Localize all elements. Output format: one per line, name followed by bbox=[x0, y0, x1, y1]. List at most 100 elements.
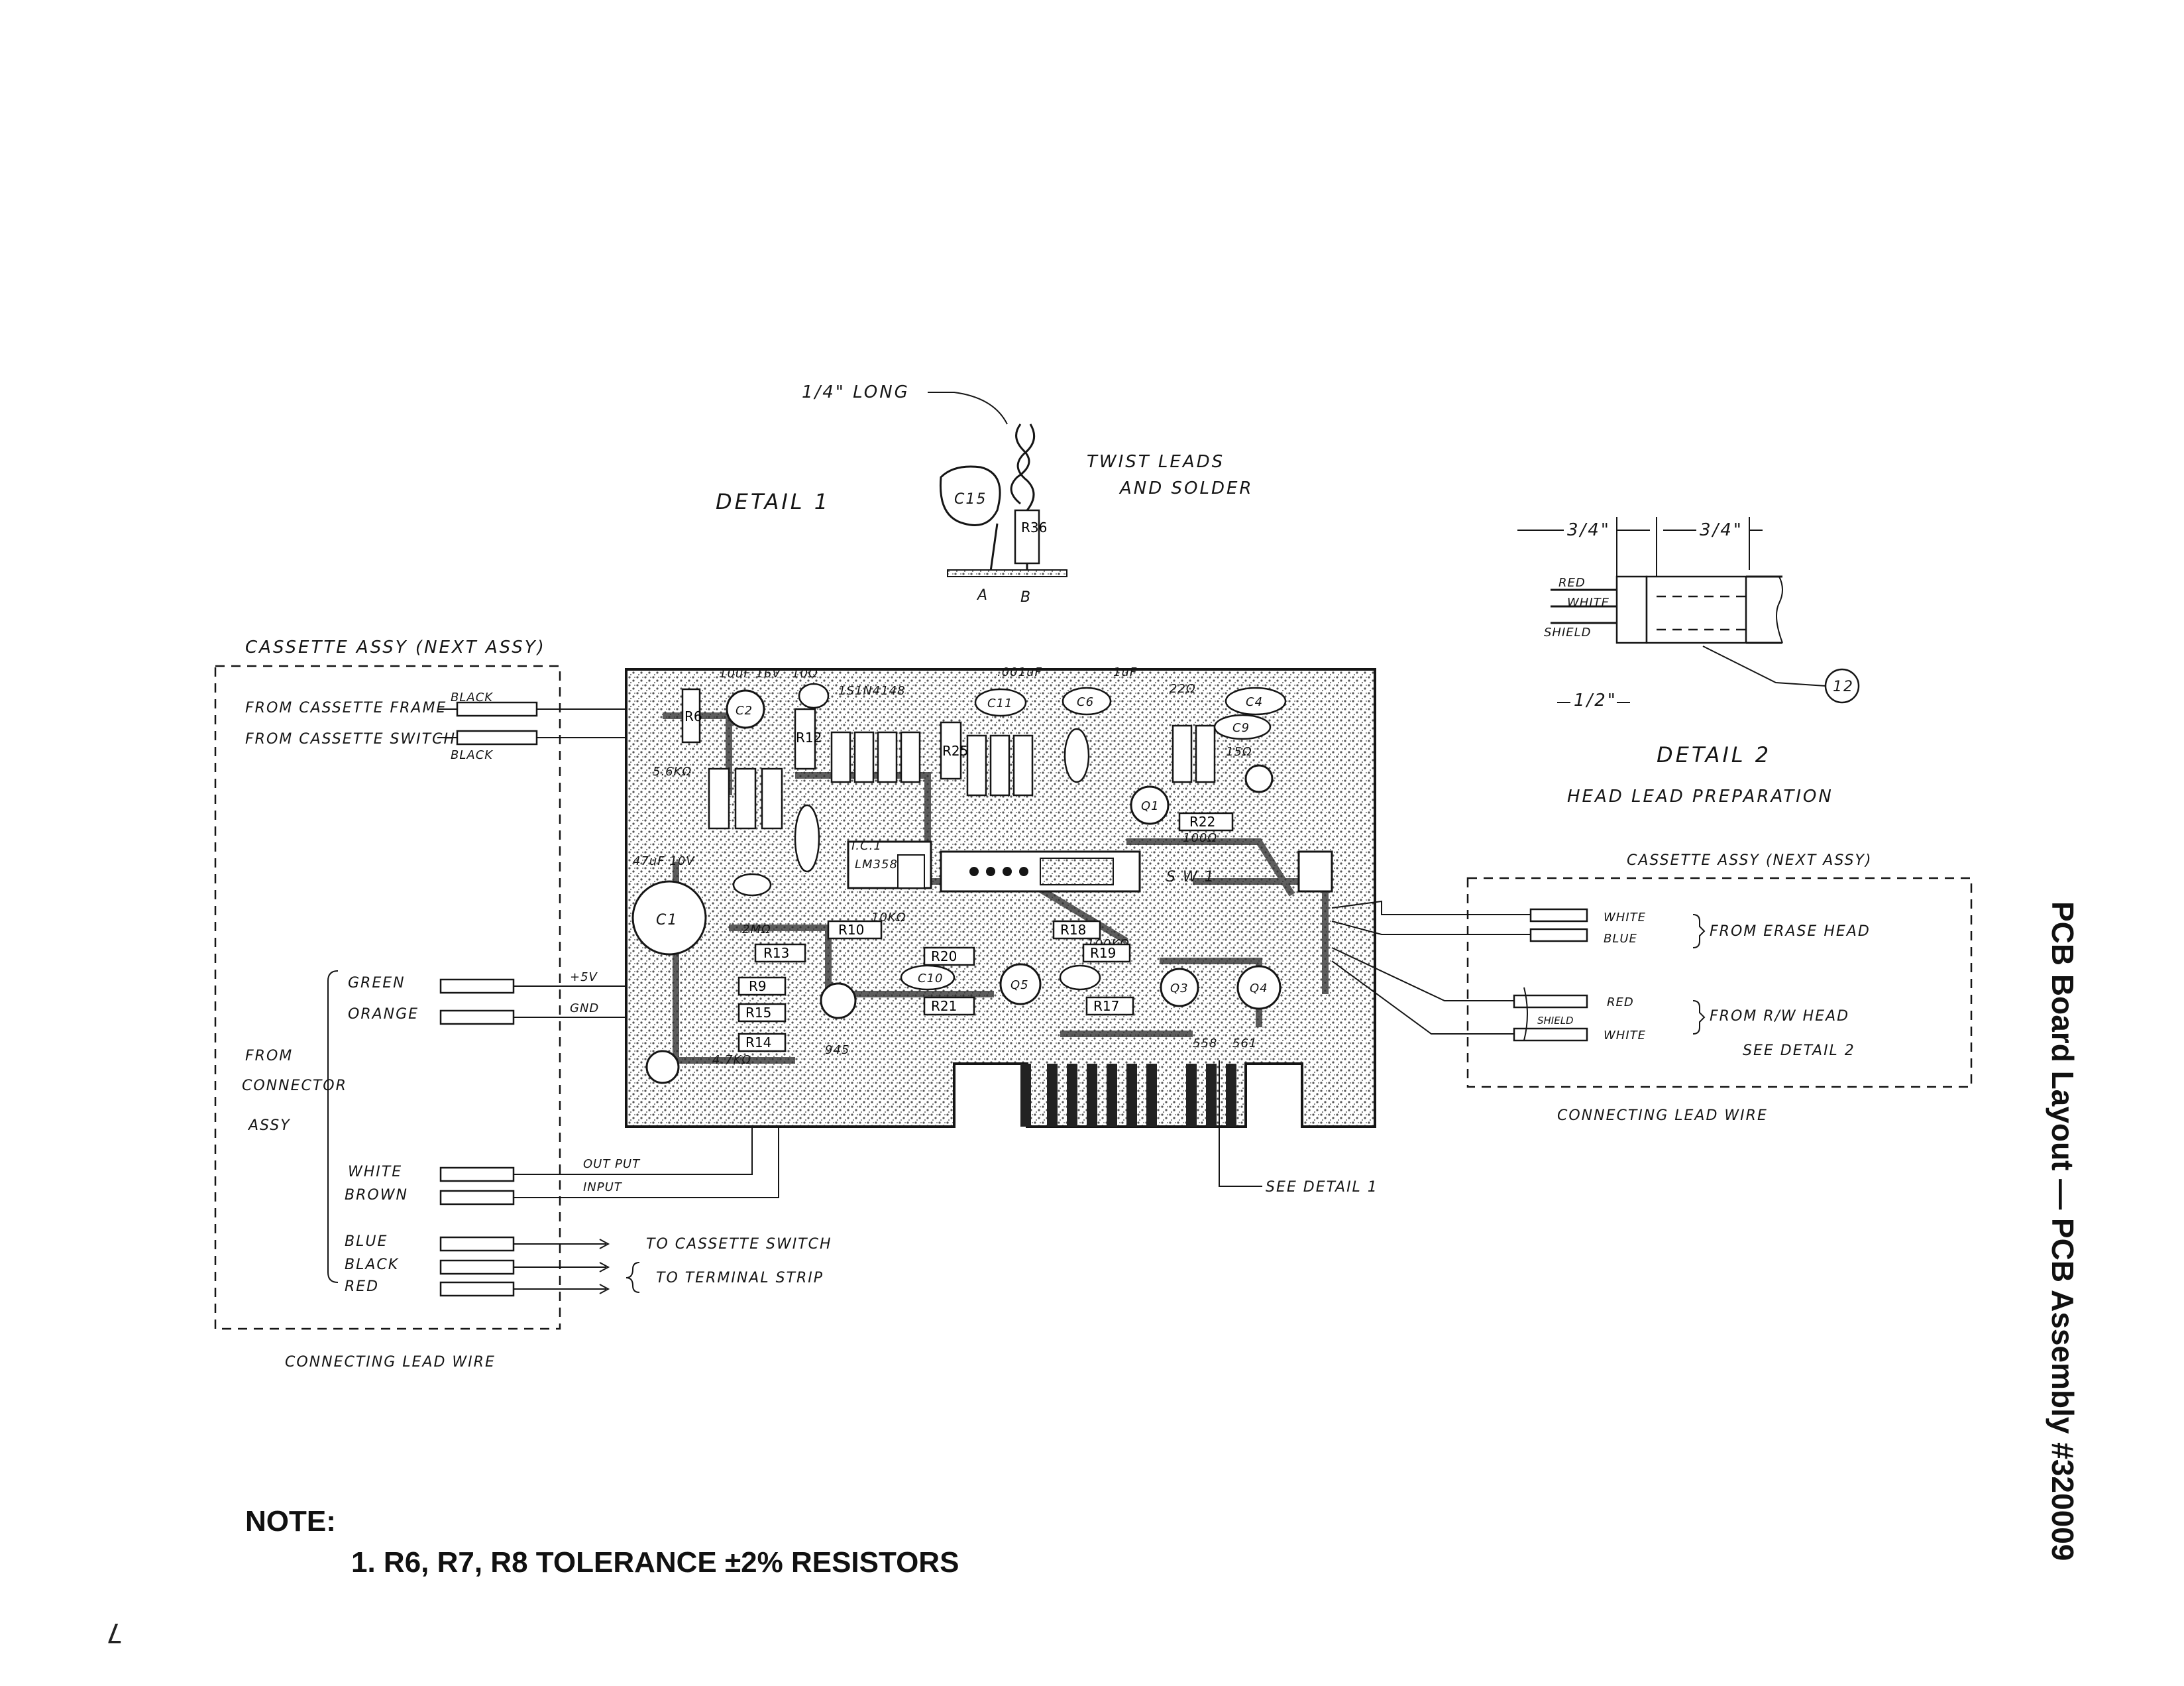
capacitor-c9 bbox=[1213, 714, 1272, 740]
switch-label: FROM CASSETTE SWITCH bbox=[245, 731, 456, 748]
rw-label-2: SEE DETAIL 2 bbox=[1743, 1042, 1855, 1059]
resistor-r4 bbox=[900, 731, 921, 783]
erase-blue-connector bbox=[1529, 928, 1588, 942]
resistor-row-top: R6 R12 R25 bbox=[681, 688, 1216, 797]
res-value-100: 100Ω bbox=[1183, 831, 1217, 845]
left-cassette-assy: CASSETTE ASSY (NEXT ASSY) FROM CASSETTE … bbox=[214, 638, 831, 1371]
r10-label: R10 bbox=[838, 922, 864, 938]
resistor-r14 bbox=[737, 1033, 787, 1052]
green-connector bbox=[439, 978, 515, 994]
resistor-r20 bbox=[923, 946, 975, 966]
detail-2-title: DETAIL 2 bbox=[1657, 742, 1771, 767]
blue-connector bbox=[439, 1236, 515, 1252]
r36-label: R36 bbox=[1021, 520, 1047, 535]
transistor-q5 bbox=[999, 963, 1042, 1005]
trans-945: 945 bbox=[825, 1043, 849, 1057]
r17-label: R17 bbox=[1093, 998, 1119, 1014]
signal-output: OUT PUT bbox=[583, 1157, 641, 1171]
pcb-board: C1 47uF 10V C2 10uF 16V 10Ω 1S1N4148 .00… bbox=[625, 665, 1378, 1196]
connector-bracket bbox=[327, 970, 339, 1283]
trans-558: 558 bbox=[1193, 1037, 1217, 1050]
resistor-r22 bbox=[1178, 812, 1234, 832]
c1-value: 47uF 10V bbox=[633, 854, 695, 868]
transistor-q1 bbox=[1130, 785, 1170, 825]
resistor-r11 bbox=[761, 767, 783, 830]
left-assy-title: CASSETTE ASSY (NEXT ASSY) bbox=[245, 638, 546, 657]
resistor-r12 bbox=[794, 708, 816, 770]
note-heading: NOTE: bbox=[245, 1505, 336, 1538]
r22-label: R22 bbox=[1189, 814, 1215, 830]
rw-shield: SHIELD bbox=[1537, 1015, 1574, 1027]
cable-break bbox=[1776, 576, 1783, 644]
r19-label: R19 bbox=[1090, 945, 1116, 961]
resistor-r19 bbox=[1082, 943, 1131, 963]
resistor-r9 bbox=[737, 976, 787, 996]
r21-label: R21 bbox=[931, 998, 957, 1014]
dim-left: 3/4" bbox=[1567, 520, 1611, 540]
erase-white: WHITE bbox=[1604, 911, 1646, 925]
c2-label: C2 bbox=[736, 704, 753, 718]
trans-561: 561 bbox=[1232, 1037, 1257, 1050]
res-value-4k7: 4.7KΩ bbox=[712, 1053, 751, 1067]
signal-wires bbox=[514, 1127, 779, 1198]
switch-wire: BLACK bbox=[451, 748, 493, 762]
resistor-r26 bbox=[1012, 734, 1034, 797]
capacitor-c1 bbox=[631, 880, 707, 956]
resistor-r36 bbox=[1014, 509, 1040, 565]
terminal-wires bbox=[514, 1243, 606, 1290]
capacitor-c3 bbox=[798, 683, 830, 709]
connector-group-1: FROM bbox=[245, 1048, 293, 1064]
length-leader bbox=[928, 392, 1008, 425]
detail-1-instruction-1: TWIST LEADS bbox=[1087, 452, 1225, 472]
r15-label: R15 bbox=[745, 1005, 771, 1021]
q4-label: Q4 bbox=[1250, 982, 1268, 995]
detail-2-subtitle: HEAD LEAD PREPARATION bbox=[1567, 787, 1833, 807]
capacitor-c11 bbox=[974, 688, 1027, 717]
c11-label: C11 bbox=[987, 697, 1012, 710]
capacitor-c6 bbox=[1062, 687, 1112, 716]
resistor-r13 bbox=[754, 943, 806, 963]
wire-white-label: WHITE bbox=[348, 1164, 402, 1180]
c9-label: C9 bbox=[1232, 721, 1250, 735]
see-detail-1: SEE DETAIL 1 bbox=[1266, 1179, 1378, 1196]
signal-gnd: GND bbox=[570, 1001, 599, 1015]
rw-red: RED bbox=[1607, 995, 1634, 1009]
page-title: PCB Board Layout — PCB Assembly #320009 bbox=[2046, 901, 2080, 1561]
resistor-r2 bbox=[853, 731, 875, 783]
res-value-5k6: 5.6KΩ bbox=[653, 765, 692, 779]
wire-leads bbox=[437, 708, 457, 738]
wire-white-label: WHITE bbox=[1567, 596, 1610, 610]
power-wires bbox=[514, 985, 633, 1018]
twisted-lead-2 bbox=[1016, 423, 1036, 511]
wire-blue-label: BLUE bbox=[345, 1233, 388, 1250]
ic-label: I.C.1 bbox=[851, 839, 882, 853]
right-assy-title: CASSETTE ASSY (NEXT ASSY) bbox=[1627, 852, 1873, 869]
dim-bottom: 1/2" bbox=[1574, 691, 1617, 710]
c1-label: C1 bbox=[656, 912, 678, 928]
resistor-r7 bbox=[708, 767, 730, 830]
ic-part: LM358 bbox=[855, 858, 898, 871]
r13-label: R13 bbox=[763, 945, 789, 961]
frame-connector bbox=[456, 701, 538, 717]
c10-label: C10 bbox=[918, 972, 943, 985]
dim-right: 3/4" bbox=[1700, 520, 1743, 540]
frame-switch-wires bbox=[537, 708, 626, 738]
connector-group-2: CONNECTOR bbox=[242, 1078, 347, 1094]
c2-value: 10uF 16V bbox=[719, 667, 781, 681]
resistor-r17 bbox=[1085, 996, 1134, 1016]
black-connector bbox=[439, 1259, 515, 1275]
resistor-r8 bbox=[734, 767, 757, 830]
resistor-r6 bbox=[681, 688, 701, 744]
signal-input: INPUT bbox=[583, 1180, 623, 1194]
resistor-r3 bbox=[877, 731, 898, 783]
c4-label: C4 bbox=[1246, 695, 1263, 709]
c6-label: C6 bbox=[1077, 695, 1094, 709]
detail-2: 3/4" 3/4" RED WHITE SHIELD 1/2" 12 DETAI… bbox=[1517, 517, 1860, 807]
resistor-r15 bbox=[737, 1003, 787, 1023]
q3-label: Q3 bbox=[1170, 982, 1189, 995]
res-value-2m: 2MΩ bbox=[742, 923, 771, 936]
point-b: B bbox=[1020, 589, 1032, 606]
sw1-label: S W 1 bbox=[1166, 869, 1215, 885]
diode-value: 1S1N4148 bbox=[838, 684, 906, 698]
